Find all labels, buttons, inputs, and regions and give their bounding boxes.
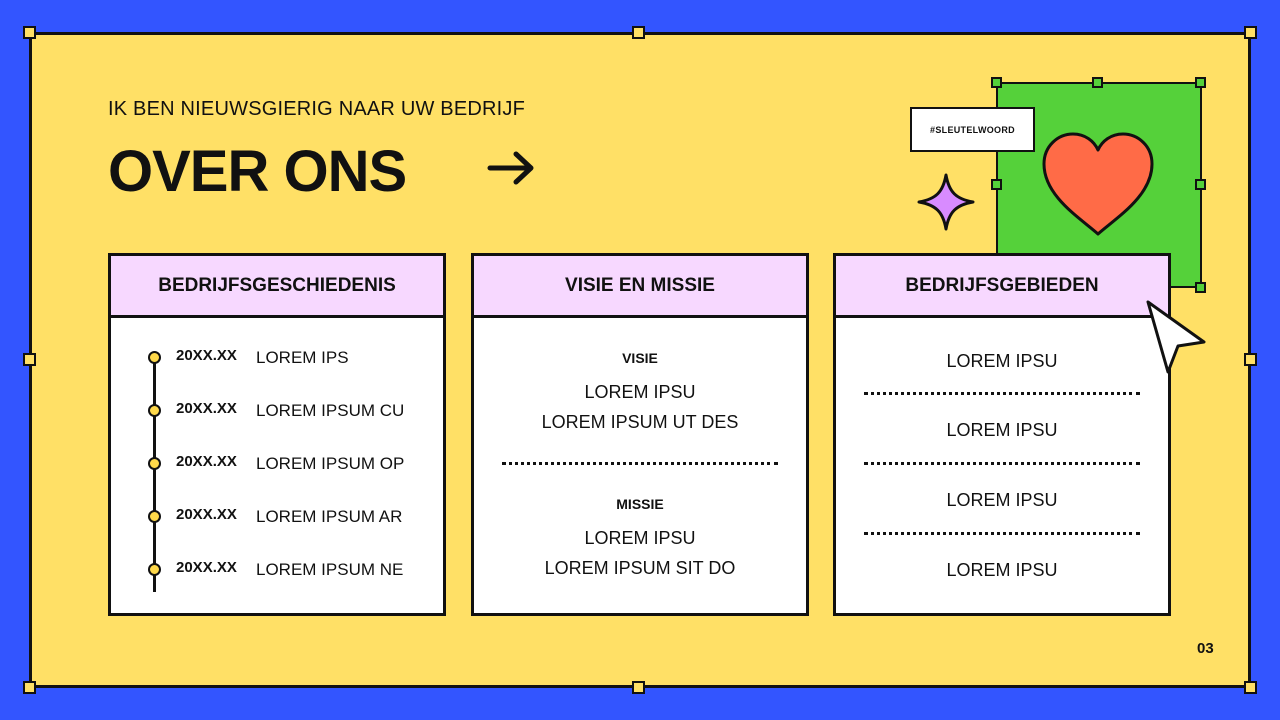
resize-handle-middle-left[interactable] — [23, 353, 36, 366]
arrow-right-icon — [487, 151, 534, 185]
timeline-text: LOREM IPSUM CU — [256, 401, 405, 420]
resize-handle-bottom-right[interactable] — [1244, 681, 1257, 694]
area-item: LOREM IPSU — [946, 351, 1058, 371]
page-number: 03 — [1197, 640, 1214, 657]
resize-handle-top-left[interactable] — [23, 26, 36, 39]
timeline-text: LOREM IPSUM NE — [256, 560, 404, 579]
timeline-date: 20XX.XX — [176, 400, 237, 417]
image-handle-middle-right[interactable] — [1195, 179, 1206, 190]
timeline-item: 20XX.XX LOREM IPSUM OP — [111, 453, 443, 481]
dotted-divider — [502, 462, 778, 465]
area-item: LOREM IPSU — [946, 560, 1058, 580]
dotted-divider — [864, 392, 1140, 395]
resize-handle-bottom-center[interactable] — [632, 681, 645, 694]
areas-card-body: LOREM IPSU LOREM IPSU LOREM IPSU LOREM I… — [836, 318, 1168, 613]
timeline-dot — [148, 351, 161, 364]
timeline-dot — [148, 510, 161, 523]
vision-card-body: VISIE LOREM IPSU LOREM IPSUM UT DES MISS… — [474, 318, 806, 613]
sparkle-icon — [917, 173, 975, 231]
page-title: OVER ONS — [108, 139, 407, 204]
area-item: LOREM IPSU — [946, 420, 1058, 440]
timeline-date: 20XX.XX — [176, 347, 237, 364]
resize-handle-middle-right[interactable] — [1244, 353, 1257, 366]
areas-card: BEDRIJFSGEBIEDEN LOREM IPSU LOREM IPSU L… — [833, 253, 1171, 616]
history-card: BEDRIJFSGESCHIEDENIS 20XX.XX LOREM IPS 2… — [108, 253, 446, 616]
timeline-dot — [148, 563, 161, 576]
timeline-item: 20XX.XX LOREM IPSUM AR — [111, 506, 443, 534]
timeline-date: 20XX.XX — [176, 559, 237, 576]
resize-handle-bottom-left[interactable] — [23, 681, 36, 694]
image-handle-top-left[interactable] — [991, 77, 1002, 88]
timeline-date: 20XX.XX — [176, 453, 237, 470]
timeline-dot — [148, 457, 161, 470]
vision-line: LOREM IPSUM UT DES — [541, 412, 739, 432]
image-handle-top-center[interactable] — [1092, 77, 1103, 88]
cursor-icon — [1146, 300, 1206, 374]
areas-card-title: BEDRIJFSGEBIEDEN — [836, 256, 1168, 318]
timeline-text: LOREM IPSUM OP — [256, 454, 405, 473]
vision-line: LOREM IPSU — [584, 382, 696, 402]
mission-label: MISSIE — [616, 496, 664, 512]
dotted-divider — [864, 462, 1140, 465]
history-card-title: BEDRIJFSGESCHIEDENIS — [111, 256, 443, 318]
image-handle-top-right[interactable] — [1195, 77, 1206, 88]
mission-line: LOREM IPSUM SIT DO — [544, 558, 736, 578]
resize-handle-top-right[interactable] — [1244, 26, 1257, 39]
image-handle-bottom-right[interactable] — [1195, 282, 1206, 293]
timeline-item: 20XX.XX LOREM IPSUM NE — [111, 559, 443, 587]
vision-card: VISIE EN MISSIE VISIE LOREM IPSU LOREM I… — [471, 253, 809, 616]
timeline-line — [153, 358, 156, 592]
area-item: LOREM IPSU — [946, 490, 1058, 510]
heart-icon — [1042, 132, 1154, 236]
timeline-date: 20XX.XX — [176, 506, 237, 523]
timeline-text: LOREM IPS — [256, 348, 349, 367]
vision-card-title: VISIE EN MISSIE — [474, 256, 806, 318]
timeline-item: 20XX.XX LOREM IPS — [111, 347, 443, 375]
page-subtitle: IK BEN NIEUWSGIERIG NAAR UW BEDRIJF — [108, 98, 526, 120]
keyword-tag: #SLEUTELWOORD — [910, 107, 1035, 152]
vision-label: VISIE — [622, 350, 658, 366]
timeline-dot — [148, 404, 161, 417]
mission-line: LOREM IPSU — [584, 528, 696, 548]
resize-handle-top-center[interactable] — [632, 26, 645, 39]
dotted-divider — [864, 532, 1140, 535]
timeline-text: LOREM IPSUM AR — [256, 507, 403, 526]
history-timeline: 20XX.XX LOREM IPS 20XX.XX LOREM IPSUM CU… — [111, 318, 443, 613]
timeline-item: 20XX.XX LOREM IPSUM CU — [111, 400, 443, 428]
image-handle-middle-left[interactable] — [991, 179, 1002, 190]
